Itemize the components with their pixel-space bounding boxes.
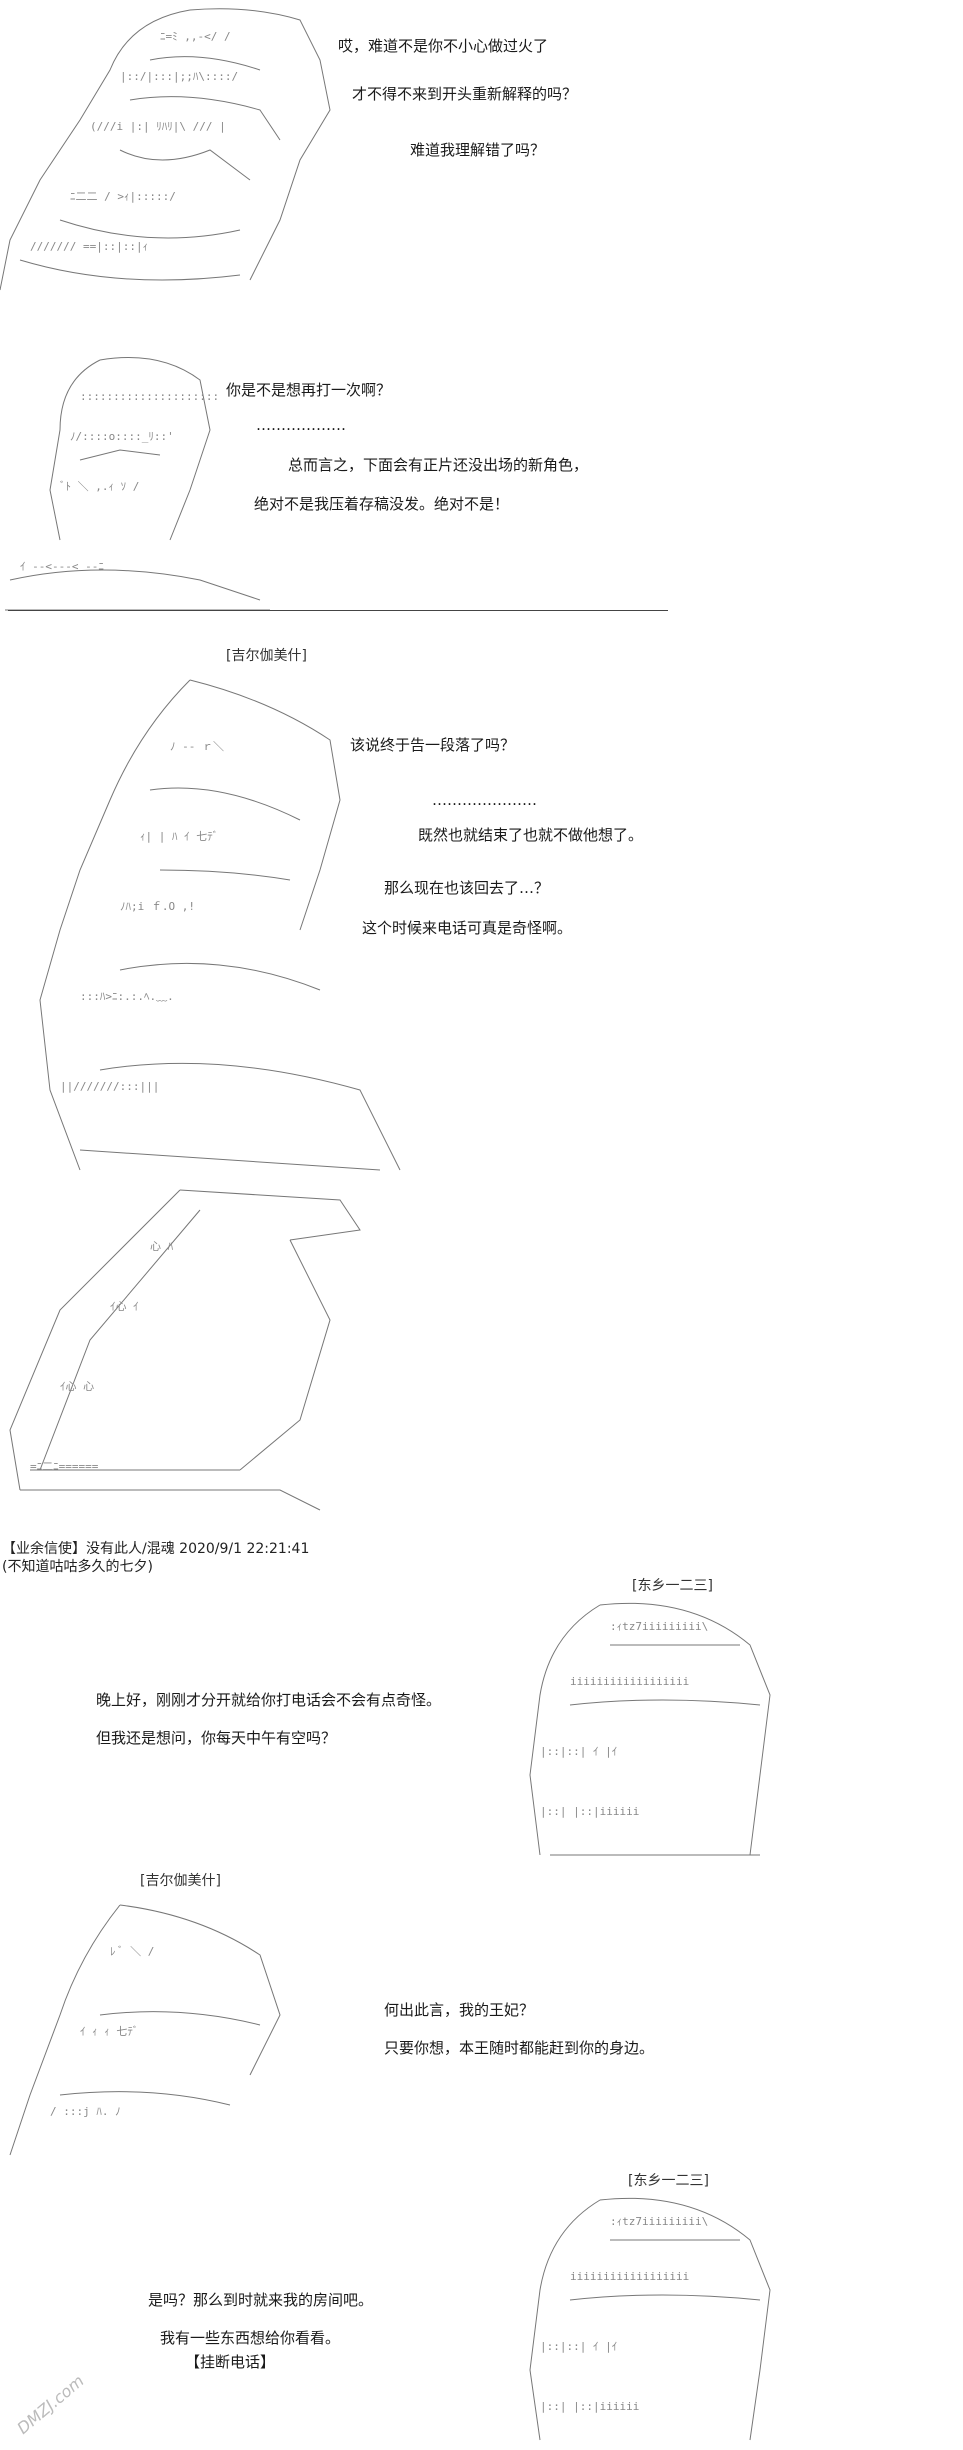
panel7-line-1: 是吗？那么到时就来我的房间吧。 — [148, 2291, 374, 2309]
panel6-speaker: [吉尔伽美什] — [140, 1873, 221, 1889]
panel6-line-1: 何出此言，我的王妃？ — [384, 2001, 535, 2019]
watermark-logo: DMZJ.com — [13, 2371, 88, 2438]
panel7-speaker: [东乡一二三] — [628, 2173, 709, 2189]
panel3-line-1: 该说终于告一段落了吗？ — [350, 736, 516, 754]
svg-text:(///i |:| ﾘﾊﾘ|\ /// |: (///i |:| ﾘﾊﾘ|\ /// | — [90, 120, 226, 133]
svg-text:|::| |::|iiiiii: |::| |::|iiiiii — [540, 2400, 639, 2413]
panel6-line-2: 只要你想，本王随时都能赶到你的身边。 — [384, 2039, 655, 2057]
svg-text://///// ==|::|::|ｨ: /////// ==|::|::|ｨ — [30, 240, 148, 253]
svg-text:|::/|:::|;;ﾊ\::::/: |::/|:::|;;ﾊ\::::/ — [120, 70, 238, 83]
svg-text::ｨtz7iiiiiiiii\: :ｨtz7iiiiiiiii\ — [610, 2215, 708, 2228]
panel2-line-4: 绝对不是我压着存稿没发。绝对不是！ — [254, 495, 510, 513]
post-credit-line-2: (不知道咕咕多久的七夕) — [2, 1559, 153, 1575]
ascii-art-gilgamesh-2: ﾚ ﾞ ＼ / ｲ ｨ ｨ 七ﾃﾞ / :::j ﾊ. ﾉ — [0, 1895, 360, 2175]
panel2-line-3: 总而言之，下面会有正片还没出场的新角色， — [288, 456, 589, 474]
svg-text:ﾞﾄ ＼ ,.ｨ ｿ /: ﾞﾄ ＼ ,.ｨ ｿ / — [60, 480, 139, 493]
svg-text:ﾆ二二 / >ｨ|:::::/: ﾆ二二 / >ｨ|:::::/ — [70, 190, 176, 203]
panel5-line-1: 晚上好，刚刚才分开就给你打电话会不会有点奇怪。 — [96, 1691, 442, 1709]
svg-text:/ :::j ﾊ. ﾉ: / :::j ﾊ. ﾉ — [50, 2105, 121, 2118]
panel3-line-2: ………………… — [432, 791, 537, 809]
svg-text:ｲ心 ｲ: ｲ心 ｲ — [110, 1300, 139, 1313]
svg-text:=ﾆ二ﾆ======: =ﾆ二ﾆ====== — [30, 1460, 99, 1473]
panel5-line-2: 但我还是想问，你每天中午有空吗？ — [96, 1729, 337, 1747]
panel2-line-1: 你是不是想再打一次啊？ — [226, 381, 392, 399]
svg-text::::ﾊ>ﾆ:.:.ﾍ.﹏.: :::ﾊ>ﾆ:.:.ﾍ.﹏. — [80, 990, 174, 1003]
ascii-art-character-1: ﾆ=ﾐ ,,-</ / |::/|:::|;;ﾊ\::::/ (///i |:|… — [0, 0, 400, 300]
svg-text:ｲ ｨ ｨ 七ﾃﾞ: ｲ ｨ ｨ 七ﾃﾞ — [80, 2025, 138, 2038]
panel3-line-5: 这个时候来电话可真是奇怪啊。 — [362, 919, 573, 937]
svg-text:ｲ心 心: ｲ心 心 — [60, 1380, 94, 1393]
svg-text:|::|::| ｲ |ｲ: |::|::| ｲ |ｲ — [540, 1745, 617, 1758]
ascii-art-phone: 心 ﾊ ｲ心 ｲ ｲ心 心 =ﾆ二ﾆ====== — [0, 1170, 400, 1530]
svg-text:|::|::| ｲ |ｲ: |::|::| ｲ |ｲ — [540, 2340, 617, 2353]
panel5-speaker: [东乡一二三] — [632, 1578, 713, 1594]
svg-text:ﾉ -- ｒ＼: ﾉ -- ｒ＼ — [170, 740, 224, 753]
panel7-line-3: 【挂断电话】 — [185, 2353, 276, 2371]
panel1-line-1: 哎，难道不是你不小心做过火了 — [338, 37, 549, 55]
svg-text:||///////:::|||: ||///////:::||| — [60, 1080, 159, 1093]
svg-text:ｨ| | ﾊ ｲ 七ﾃﾞ: ｨ| | ﾊ ｲ 七ﾃﾞ — [140, 830, 218, 843]
panel1-line-2: 才不得不来到开头重新解释的吗？ — [352, 85, 578, 103]
panel7-line-2: 我有一些东西想给你看看。 — [160, 2329, 341, 2347]
post-credit-line-1: 【业余信使】没有此人/混魂 2020/9/1 22:21:41 — [2, 1541, 310, 1557]
svg-text:ｲ --<---< --ﾆ: ｲ --<---< --ﾆ — [20, 560, 104, 573]
panel3-line-3: 既然也就结束了也就不做他想了。 — [418, 826, 644, 844]
ascii-art-togo-2: :ｨtz7iiiiiiiii\ iiiiiiiiiiiiiiiiii |::|:… — [510, 2190, 810, 2450]
svg-text::ｨtz7iiiiiiiii\: :ｨtz7iiiiiiiii\ — [610, 1620, 708, 1633]
svg-text:|::| |::|iiiiii: |::| |::|iiiiii — [540, 1805, 639, 1818]
panel2-line-2: ……………… — [256, 416, 346, 434]
svg-text:ﾉﾊ;i ｆ.O ,!: ﾉﾊ;i ｆ.O ,! — [120, 900, 195, 913]
panel3-line-4: 那么现在也该回去了…？ — [384, 879, 550, 897]
svg-text:iiiiiiiiiiiiiiiiii: iiiiiiiiiiiiiiiiii — [570, 2270, 689, 2283]
svg-text:iiiiiiiiiiiiiiiiii: iiiiiiiiiiiiiiiiii — [570, 1675, 689, 1688]
svg-text:心 ﾊ: 心 ﾊ — [150, 1240, 174, 1253]
panel3-speaker: [吉尔伽美什] — [226, 648, 307, 664]
panel1-line-3: 难道我理解错了吗？ — [410, 141, 546, 159]
svg-text:ﾉ/::::o::::_ﾘ::': ﾉ/::::o::::_ﾘ::' — [70, 430, 174, 443]
ascii-art-gilgamesh-1: ﾉ -- ｒ＼ ｨ| | ﾊ ｲ 七ﾃﾞ ﾉﾊ;i ｆ.O ,! :::ﾊ>ﾆ:… — [20, 670, 440, 1190]
svg-text:ﾚ ﾞ ＼ /: ﾚ ﾞ ＼ / — [110, 1945, 154, 1958]
svg-text::::::::::::::::::::::: ::::::::::::::::::::: — [80, 390, 219, 403]
ascii-art-togo-1: :ｨtz7iiiiiiiii\ iiiiiiiiiiiiiiiiii |::|:… — [510, 1595, 810, 1875]
panel-divider — [8, 610, 668, 611]
ascii-art-character-2: ::::::::::::::::::::: ﾉ/::::o::::_ﾘ::' ﾞ… — [0, 340, 300, 620]
svg-text:ﾆ=ﾐ ,,-</ /: ﾆ=ﾐ ,,-</ / — [160, 30, 231, 43]
